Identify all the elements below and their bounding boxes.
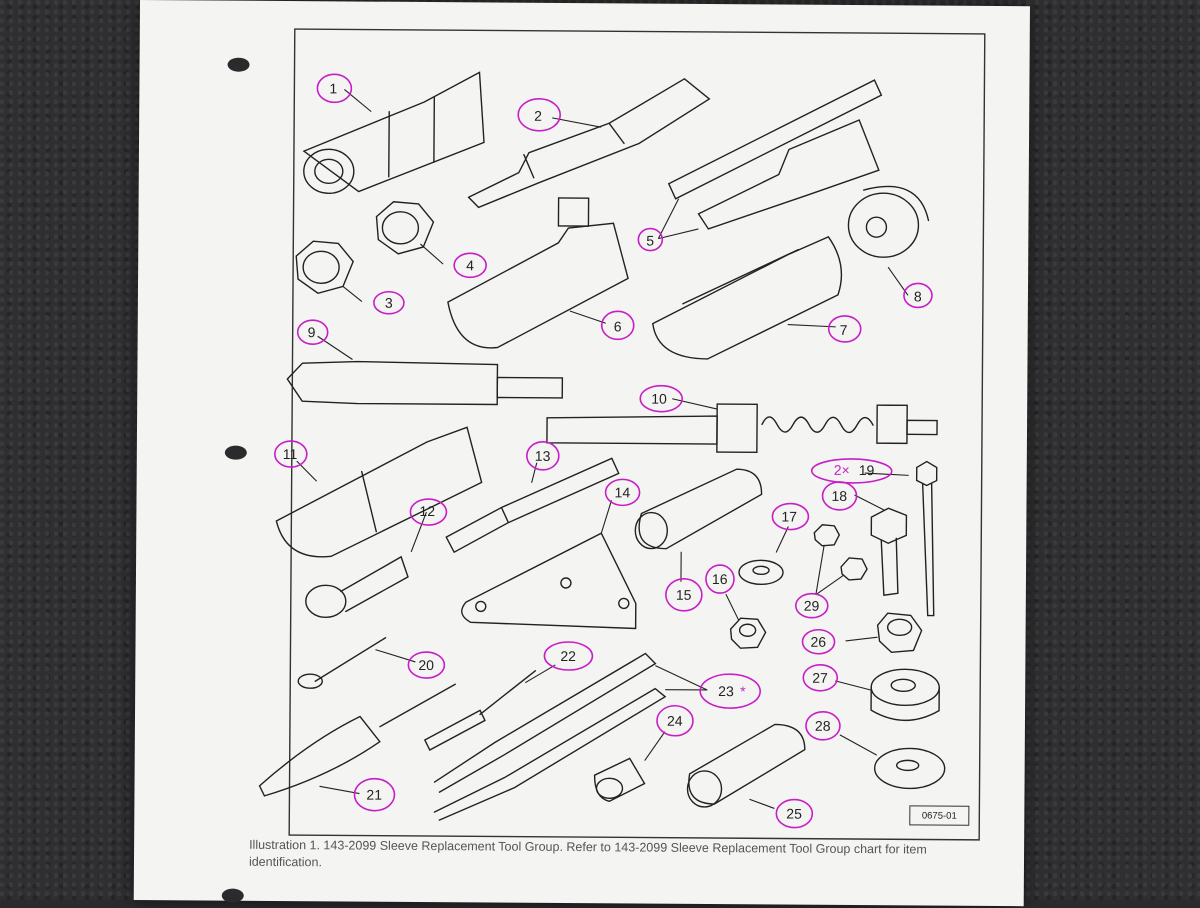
- illustration-frame: [288, 28, 986, 841]
- callout-labels: 1 2 3 4 5 6 7 8 9 10 11 12 13 14 15 16 1…: [283, 80, 922, 822]
- qty-note-19: 2×: [834, 462, 850, 478]
- callout-14: 14: [615, 484, 631, 500]
- figure-id-box: 0675-01: [909, 805, 970, 826]
- callout-10: 10: [651, 391, 667, 407]
- callout-12: 12: [419, 503, 435, 519]
- part-19-long-bolt: [915, 460, 938, 617]
- part-25-sleeve: [686, 723, 806, 808]
- part-10-puller: [546, 403, 938, 454]
- part-11-sleeve: [275, 426, 483, 558]
- part-6-half-sleeve: [447, 197, 629, 349]
- part-26-nut: [876, 612, 923, 653]
- part-5-threaded-rod: [667, 79, 883, 230]
- callout-11: 11: [283, 446, 298, 462]
- part-24-socket: [593, 757, 646, 803]
- callout-8: 8: [914, 288, 922, 304]
- callout-2: 2: [534, 108, 542, 124]
- part-16-nut: [729, 617, 767, 649]
- part-15-sleeve: [634, 468, 763, 550]
- mark-23: *: [740, 683, 746, 699]
- callout-13: 13: [535, 448, 551, 464]
- callout-26: 26: [810, 634, 826, 650]
- callout-23: 23: [718, 683, 734, 699]
- callout-19: 19: [859, 462, 875, 478]
- callout-9: 9: [308, 324, 316, 340]
- part-28-washer: [873, 747, 946, 790]
- part-7-half-sleeve: [651, 235, 843, 360]
- callout-27: 27: [812, 670, 828, 686]
- part-13-threaded-rod: [445, 457, 620, 554]
- part-20-small-brush: [297, 637, 387, 689]
- part-3-nut: [295, 240, 354, 295]
- part-22-brush: [423, 670, 537, 752]
- callout-5: 5: [646, 233, 654, 249]
- part-9-driver: [286, 360, 564, 406]
- leader-lines: [296, 89, 909, 809]
- part-2-punch: [467, 77, 711, 209]
- part-4-nut: [375, 201, 435, 255]
- callout-24: 24: [667, 713, 683, 729]
- callout-29: 29: [804, 598, 820, 614]
- illustration-caption: Illustration 1. 143-2099 Sleeve Replacem…: [248, 837, 927, 870]
- part-21-large-brush: [258, 683, 456, 797]
- part-1-hex-sleeve: [302, 71, 485, 195]
- part-8-spacer: [847, 185, 930, 258]
- exploded-parts-illustration: 1 2 3 4 5 6 7 8 9 10 11 12 13 14 15 16 1…: [258, 28, 986, 841]
- callout-22: 22: [560, 648, 576, 664]
- document-page: 1 2 3 4 5 6 7 8 9 10 11 12 13 14 15 16 1…: [133, 0, 1030, 907]
- part-14-plate: [461, 532, 637, 630]
- callout-28: 28: [815, 718, 831, 734]
- callout-16: 16: [712, 571, 728, 587]
- callout-3: 3: [385, 295, 393, 311]
- part-17-washer: [738, 559, 784, 586]
- callout-18: 18: [831, 488, 847, 504]
- callout-7: 7: [840, 322, 848, 338]
- callout-17: 17: [781, 508, 797, 524]
- part-12-bolt: [305, 555, 409, 619]
- callout-1: 1: [329, 80, 337, 96]
- callout-15: 15: [676, 587, 692, 603]
- callout-21: 21: [366, 787, 382, 803]
- handwritten-circles: [274, 73, 933, 829]
- part-23-picks: [433, 652, 667, 821]
- callout-20: 20: [418, 657, 434, 673]
- callout-25: 25: [786, 806, 802, 822]
- callout-6: 6: [614, 318, 622, 334]
- part-18-bolt: [870, 507, 908, 597]
- part-27-thick-nut: [870, 668, 940, 721]
- callout-4: 4: [466, 257, 474, 273]
- part-29-nuts: [813, 524, 868, 581]
